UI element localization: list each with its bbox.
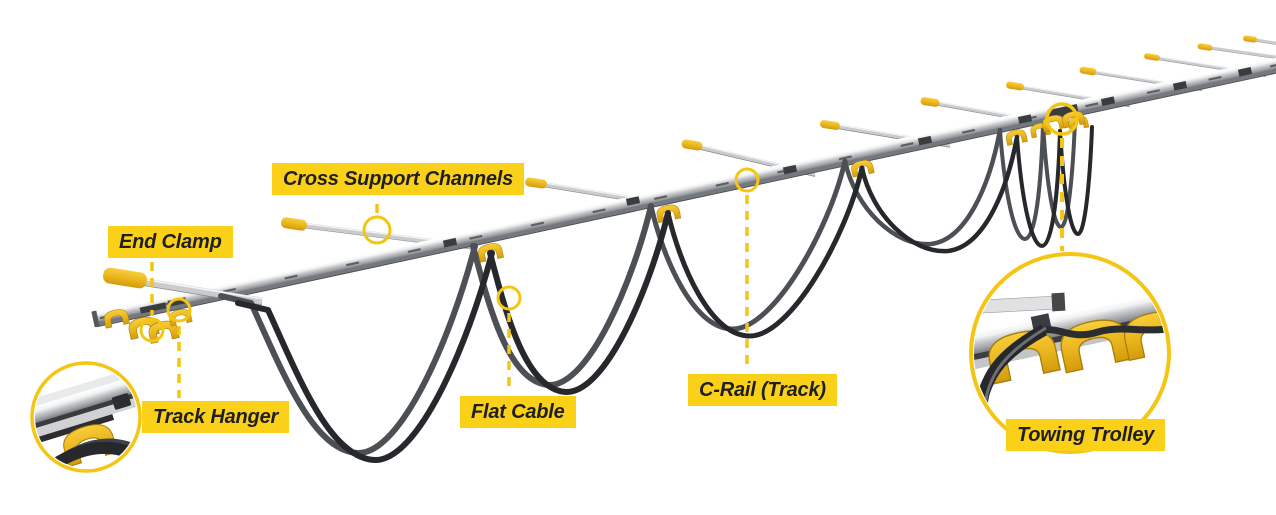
towing-trolley-leader xyxy=(1045,102,1079,251)
cross-support-channel xyxy=(1197,43,1276,59)
channel-end-cap xyxy=(1144,53,1160,61)
label-track-hanger: Track Hanger xyxy=(142,401,290,433)
label-flat-cable: Flat Cable xyxy=(460,396,576,428)
cross-support-channels-leader xyxy=(362,204,392,245)
track-hanger-leader xyxy=(166,297,192,398)
c-rail-track xyxy=(91,55,1276,328)
flat-cable-front xyxy=(235,125,1094,464)
towing-trolley-callout-circle xyxy=(1045,102,1079,136)
end-clamp-leader xyxy=(139,262,165,343)
end-clamp-callout-circle xyxy=(139,317,165,343)
towing-trolley-inset xyxy=(969,252,1171,454)
rail-left-end xyxy=(91,310,100,328)
c-rail-leader xyxy=(734,167,760,371)
channel-end-cap xyxy=(1079,66,1097,76)
cross-support-channels-callout-circle xyxy=(362,215,392,245)
label-cross-support-channels: Cross Support Channels xyxy=(272,163,525,195)
channel-end-cap xyxy=(920,97,940,107)
channel-end-cap xyxy=(681,139,703,151)
channel-end-cap xyxy=(1197,43,1213,51)
channel-end-cap xyxy=(1243,35,1257,43)
cross-support-channels-group xyxy=(281,35,1276,250)
channel-end-cap xyxy=(281,217,307,231)
channel-end-cap xyxy=(103,267,147,289)
label-end-clamp: End Clamp xyxy=(108,226,233,258)
cross-support-channel xyxy=(1243,35,1276,45)
track-hanger-callout-circle xyxy=(166,297,192,323)
rail-junction-clamps xyxy=(442,67,1253,248)
channel-end-cap xyxy=(820,120,840,130)
track-hanger-inset xyxy=(30,361,142,473)
label-towing-trolley: Towing Trolley xyxy=(1006,419,1166,451)
c-rail-callout-circle xyxy=(734,167,760,193)
channel-end-cap xyxy=(525,177,547,189)
flat-cable-callout-circle xyxy=(496,285,522,311)
flat-cable-leader xyxy=(496,285,522,393)
channel-end-cap xyxy=(1006,81,1024,91)
label-c-rail-track: C-Rail (Track) xyxy=(688,374,837,406)
